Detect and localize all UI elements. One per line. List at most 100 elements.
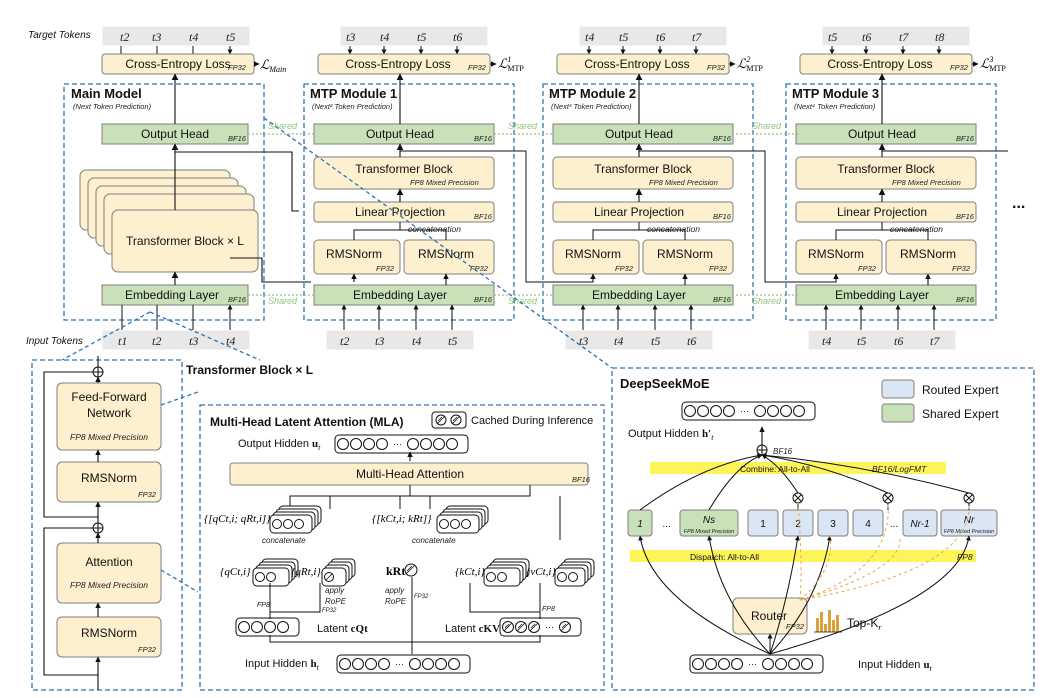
routed-expert-label: 2 bbox=[795, 519, 801, 530]
stack-cell bbox=[255, 572, 265, 582]
vector-cell bbox=[378, 658, 390, 670]
mtp-rmsnorm-tag: FP32 bbox=[376, 264, 395, 273]
apply-label: apply bbox=[385, 586, 405, 595]
vector-cell bbox=[420, 438, 432, 450]
stack-cell bbox=[294, 519, 304, 529]
apply-label: apply bbox=[325, 586, 345, 595]
vector-cell bbox=[793, 405, 805, 417]
qr-stack bbox=[321, 558, 356, 587]
token-strip bbox=[101, 25, 251, 47]
vector-cell bbox=[277, 621, 289, 633]
stack-cell bbox=[568, 572, 578, 582]
mtp-rmsnorm-tag: FP32 bbox=[952, 264, 971, 273]
token: t1 bbox=[118, 334, 127, 348]
token: t4 bbox=[226, 334, 235, 348]
attention-label: Attention bbox=[85, 555, 132, 569]
vector-cell bbox=[363, 438, 375, 450]
legend-routed-swatch bbox=[881, 379, 915, 399]
mha-label: Multi-Head Attention bbox=[356, 467, 464, 481]
vector-cell bbox=[264, 621, 276, 633]
token: t3 bbox=[346, 30, 355, 44]
token: t3 bbox=[375, 334, 384, 348]
mla-output-vector: ··· bbox=[334, 434, 469, 454]
token: t4 bbox=[614, 334, 623, 348]
fp32-tag: FP32 bbox=[414, 594, 429, 600]
mtp-embedding-tag: BF16 bbox=[474, 295, 493, 304]
hatch bbox=[529, 622, 539, 632]
attention-box bbox=[56, 542, 162, 604]
vector-ellipsis: ··· bbox=[545, 622, 554, 632]
mtp-transformer-tag: FP8 Mixed Precision bbox=[892, 178, 961, 187]
token: t6 bbox=[862, 30, 871, 44]
mtp-rmsnorm-left bbox=[795, 239, 883, 275]
mtp-subtitle: (Next⁴ Token Prediction) bbox=[794, 102, 876, 111]
attention-tag: FP8 Mixed Precision bbox=[70, 580, 148, 590]
hatch bbox=[560, 622, 570, 632]
mtp-loss-label: Cross-Entropy Loss bbox=[584, 57, 689, 71]
shared-links: Shared Shared Shared Shared Shared Share… bbox=[248, 121, 800, 306]
stack-cell bbox=[450, 519, 460, 529]
rmsnorm-box-1 bbox=[56, 461, 162, 503]
vector-cell bbox=[251, 621, 263, 633]
shared-expert-tag: FP8 Mixed Precision bbox=[684, 529, 734, 535]
mtp-rmsnorm-tag: FP32 bbox=[858, 264, 877, 273]
k-concat-label: {[kCt,i; kRt]} bbox=[372, 513, 432, 525]
shared-label: Shared bbox=[268, 296, 298, 306]
mtp-concat-label: concatenation bbox=[408, 224, 461, 234]
mtp-concat-label: concatenation bbox=[890, 224, 943, 234]
qr-label: {qRt,i} bbox=[291, 566, 321, 578]
vector-cell bbox=[731, 658, 743, 670]
vector-cell bbox=[710, 405, 722, 417]
mtp-linear-projection bbox=[552, 201, 734, 223]
topk-label: Top-Kr bbox=[847, 616, 882, 632]
shared-label: Shared bbox=[752, 296, 782, 306]
token: t6 bbox=[894, 334, 903, 348]
shared-expert-label: 1 bbox=[637, 519, 643, 530]
main-loss-label: Cross-Entropy Loss bbox=[125, 57, 230, 71]
mtp-linear-label: Linear Projection bbox=[355, 205, 445, 219]
mtp-loss-tag: FP32 bbox=[707, 63, 726, 72]
mtp-linear-tag: BF16 bbox=[713, 212, 732, 221]
token: t5 bbox=[448, 334, 457, 348]
mha-tag: BF16 bbox=[572, 475, 591, 484]
mla-input-vector: ··· bbox=[336, 654, 471, 674]
concat-label: concatenate bbox=[412, 536, 456, 545]
mtp-title: MTP Module 2 bbox=[549, 86, 636, 101]
router-gate-line bbox=[799, 502, 970, 601]
legend-shared-label: Shared Expert bbox=[922, 407, 999, 421]
vector-cell bbox=[435, 658, 447, 670]
vector-cell bbox=[409, 658, 421, 670]
main-output-head-label: Output Head bbox=[141, 127, 209, 141]
rope-label: RoPE bbox=[325, 597, 347, 606]
vector-cell bbox=[365, 658, 377, 670]
moe-title: DeepSeekMoE bbox=[620, 376, 710, 391]
main-model-title: Main Model bbox=[71, 86, 142, 101]
mtp-title: MTP Module 1 bbox=[310, 86, 397, 101]
routed-expert-label: 3 bbox=[830, 519, 836, 530]
vector-cell bbox=[723, 405, 735, 417]
mtp-transformer-tag: FP8 Mixed Precision bbox=[410, 178, 479, 187]
vector-cell bbox=[238, 621, 250, 633]
router-gate-line bbox=[799, 535, 901, 601]
stack-cell bbox=[461, 519, 471, 529]
token: t4 bbox=[189, 30, 198, 44]
token: t7 bbox=[899, 30, 909, 44]
vector-cell bbox=[780, 405, 792, 417]
stack-cell bbox=[439, 519, 449, 529]
main-model-subtitle: (Next Token Prediction) bbox=[73, 102, 152, 111]
mtp-embedding-label: Embedding Layer bbox=[353, 288, 447, 302]
kr-label: kRt bbox=[386, 564, 405, 578]
router-label: Router bbox=[751, 609, 787, 623]
rmsnorm-box-2 bbox=[56, 616, 162, 658]
vector-cell bbox=[376, 438, 388, 450]
legend-routed-label: Routed Expert bbox=[922, 383, 999, 397]
transformer-block-detail: Transformer Block × L Feed-Forward Netwo… bbox=[31, 311, 313, 691]
mtp-frame bbox=[785, 83, 997, 321]
mtp-rmsnorm-tag: FP32 bbox=[615, 264, 634, 273]
main-model: t2 t3 t4 t5 Cross-Entropy Loss FP32 ℒMai… bbox=[63, 25, 311, 351]
router-gate-line bbox=[799, 502, 889, 601]
mtp-rmsnorm-right bbox=[642, 239, 734, 275]
